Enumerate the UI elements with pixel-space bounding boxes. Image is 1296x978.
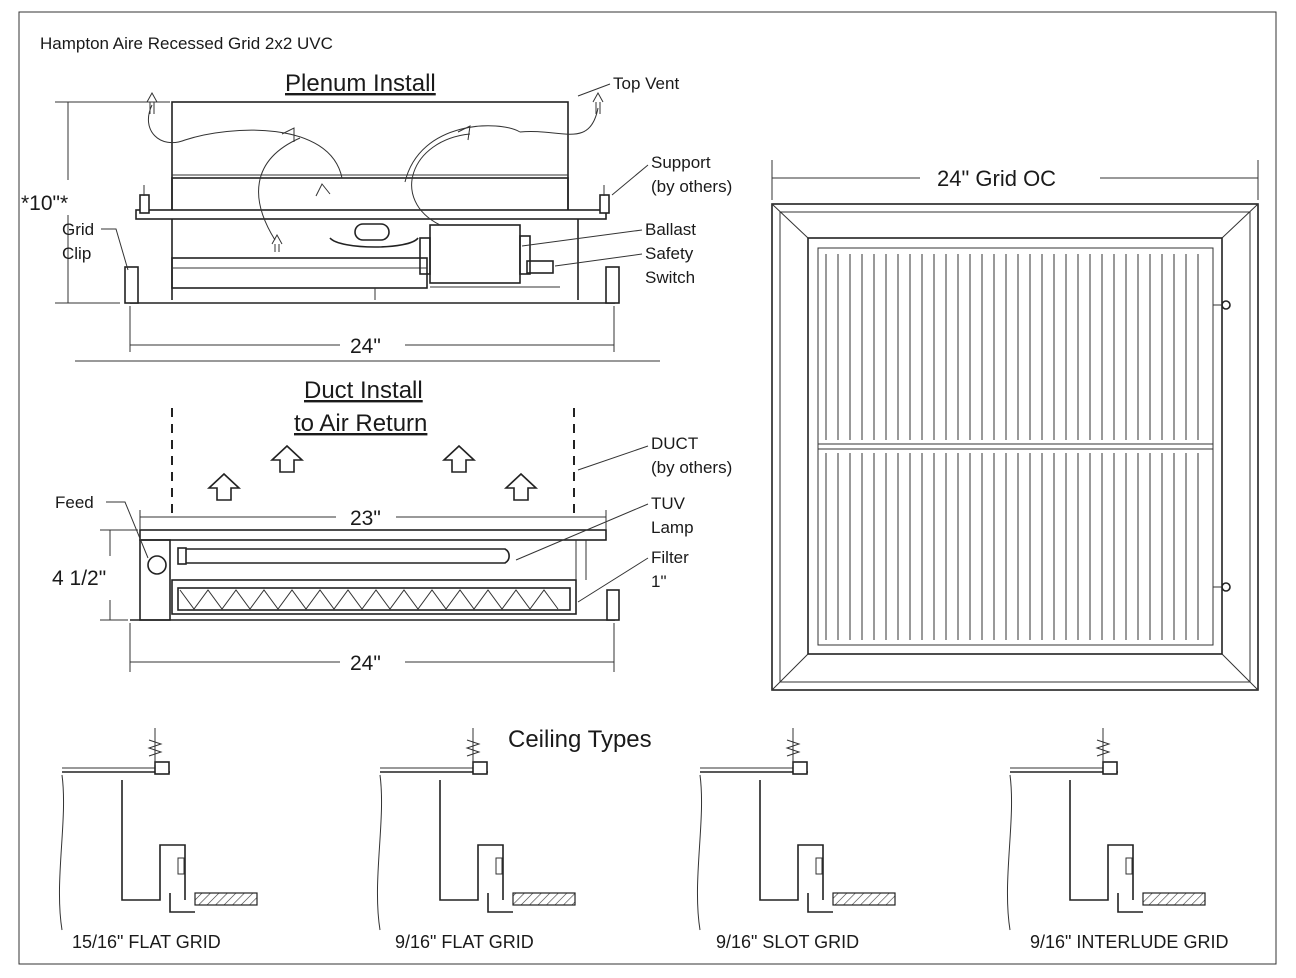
plenum-install-section: Plenum Install: [21, 70, 732, 362]
callout-tuv-lamp: Lamp: [651, 518, 694, 537]
airflow-arrows: [206, 444, 539, 501]
ceiling-type-label-2: 9/16" FLAT GRID: [395, 932, 534, 952]
plenum-housing: [171, 101, 569, 213]
callout-support: Support: [651, 153, 711, 172]
callout-grid-clip: Grid: [62, 220, 94, 239]
callout-tuv: TUV: [651, 494, 686, 513]
duct-unit-housing: [139, 529, 607, 541]
callout-filter-size: 1": [651, 572, 667, 591]
callout-feed: Feed: [55, 493, 94, 512]
duct-heading: Duct Install: [304, 377, 423, 404]
ceiling-detail-1: [58, 728, 258, 931]
ceiling-types-section: Ceiling Types 15/16" FLAT GRID 9/16" FLA…: [58, 726, 1228, 952]
grid-outer-frame: [771, 203, 1259, 691]
callout-duct-note: (by others): [651, 458, 732, 477]
sheet-border: [18, 11, 1277, 965]
callout-safety: Safety: [645, 244, 694, 263]
grid-face-view: 24" Grid OC: [771, 160, 1259, 691]
filter-frame: [171, 579, 577, 615]
ceiling-detail-4: [1006, 728, 1206, 931]
ceiling-heading: Ceiling Types: [508, 726, 652, 753]
ceiling-type-label-3: 9/16" SLOT GRID: [716, 932, 859, 952]
ceiling-type-label-4: 9/16" INTERLUDE GRID: [1030, 932, 1228, 952]
duct-install-section: Duct Install to Air Return 23": [52, 377, 732, 675]
tuv-lamp: [177, 547, 187, 565]
callout-duct: DUCT: [651, 434, 698, 453]
duct-inner-width-label: 23": [350, 507, 381, 530]
callout-support-note: (by others): [651, 177, 732, 196]
grid-oc-label: 24" Grid OC: [937, 166, 1056, 191]
ceiling-detail-3: [696, 728, 896, 931]
ceiling-detail-2: [376, 728, 576, 931]
callout-grid-clip-2: Clip: [62, 244, 91, 263]
callout-ballast: Ballast: [645, 220, 696, 239]
grid-louvers: [825, 254, 1199, 640]
plenum-heading: Plenum Install: [285, 70, 436, 97]
page-title: Hampton Aire Recessed Grid 2x2 UVC: [40, 34, 333, 53]
plenum-width-label: 24": [350, 335, 381, 358]
safety-switch-box: [526, 260, 554, 274]
callout-filter: Filter: [651, 548, 689, 567]
duct-height-label: 4 1/2": [52, 567, 106, 590]
oval-vent: [354, 223, 390, 241]
duct-heading-2: to Air Return: [294, 410, 427, 437]
ballast-box: [429, 224, 521, 284]
callout-top-vent: Top Vent: [613, 74, 679, 93]
plenum-height-label: *10"*: [21, 192, 68, 215]
ceiling-type-label-1: 15/16" FLAT GRID: [72, 932, 221, 952]
duct-width-label: 24": [350, 652, 381, 675]
callout-safety-switch: Switch: [645, 268, 695, 287]
